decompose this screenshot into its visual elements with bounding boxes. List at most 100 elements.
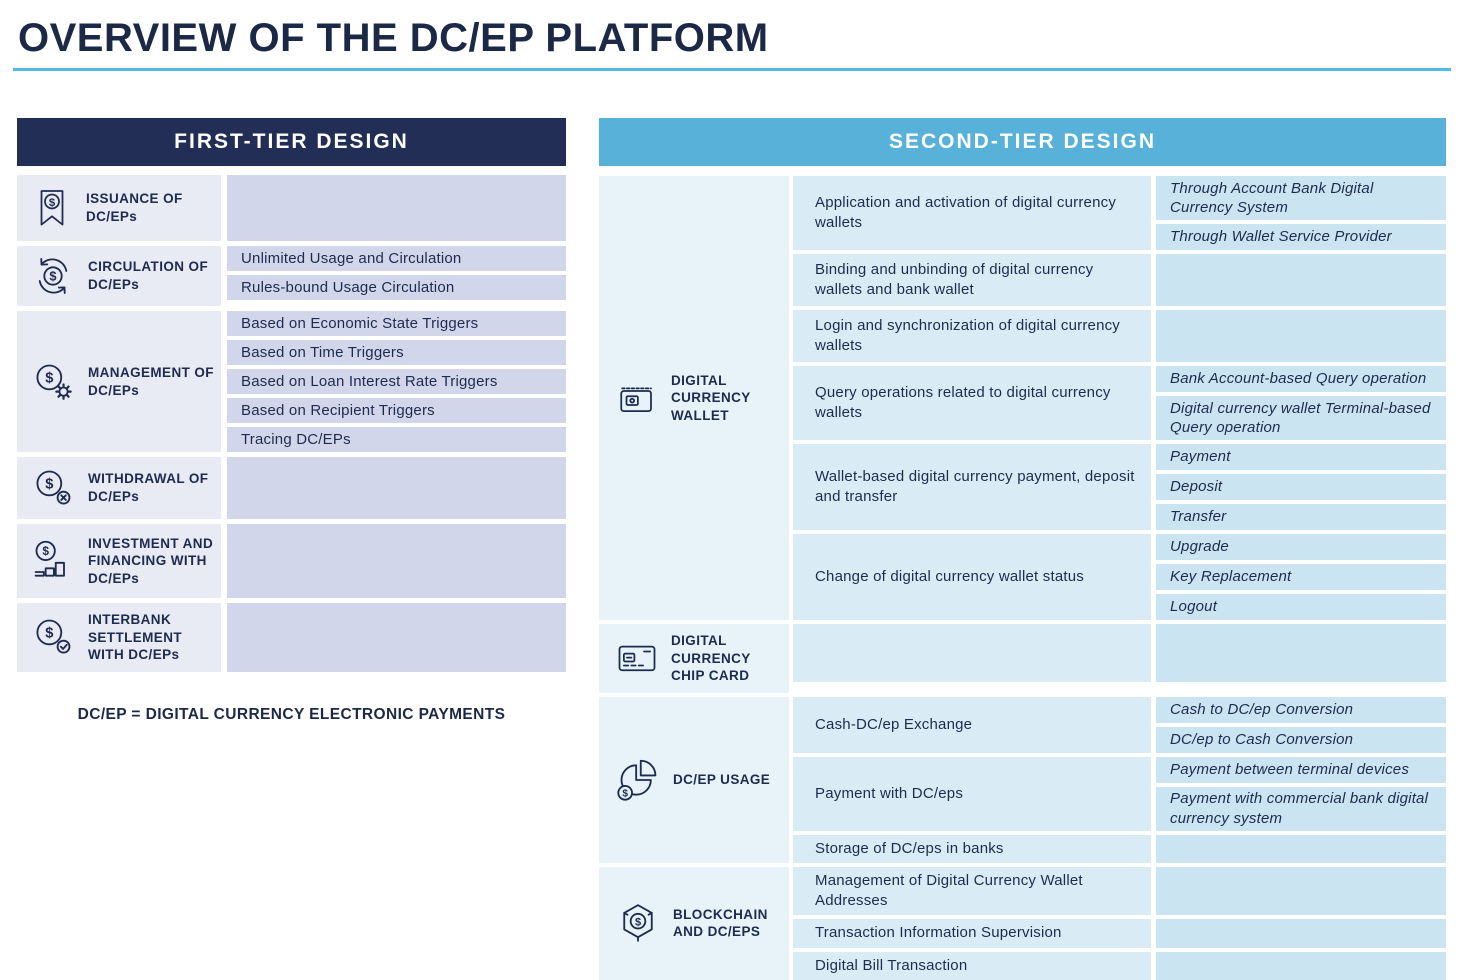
feature-subs: Payment Deposit Transfer	[1156, 444, 1446, 530]
row-items	[227, 457, 566, 519]
sub-cell: Deposit	[1156, 474, 1446, 500]
row-label-cell: $ CIRCULATION OF DC/EPs	[17, 246, 221, 306]
section-label: DIGITAL CURRENCY WALLET	[671, 372, 751, 423]
first-tier-rows: $ ISSUANCE OF DC/EPs	[17, 175, 566, 672]
sub-cell: Key Replacement	[1156, 564, 1446, 590]
section-features	[793, 624, 1446, 693]
first-tier-panel: FIRST-TIER DESIGN $ ISSUANCE OF DC/EPs	[17, 118, 566, 724]
second-tier-panel: SECOND-TIER DESIGN DIGITAL	[599, 118, 1446, 980]
sub-cell: Through Account Bank Digital Currency Sy…	[1156, 176, 1446, 220]
section-label-cell: $ DC/EP USAGE	[599, 696, 789, 863]
feature-cell: Transaction Information Supervision	[793, 919, 1151, 948]
feature-subs	[1156, 624, 1446, 682]
feature-login-sync: Login and synchronization of digital cur…	[793, 310, 1446, 362]
feature-cell: Login and synchronization of digital cur…	[793, 310, 1151, 362]
row-label: INTERBANK SETTLEMENT WITH DC/EPs	[88, 612, 182, 663]
empty-cell	[793, 624, 1151, 682]
feature-cell: Cash-DC/ep Exchange	[793, 696, 1151, 753]
section-features: Cash-DC/ep Exchange Cash to DC/ep Conver…	[793, 696, 1446, 863]
row-items: Unlimited Usage and Circulation Rules-bo…	[227, 246, 566, 306]
row-items	[227, 175, 566, 241]
section-digital-currency-wallet: DIGITAL CURRENCY WALLET Application and …	[599, 176, 1446, 620]
feature-subs	[1156, 866, 1446, 916]
feature-subs: Payment between terminal devices Payment…	[1156, 756, 1446, 831]
empty-cell	[1156, 310, 1446, 362]
section-label: BLOCKCHAIN AND DC/EPS	[673, 906, 768, 940]
empty-cell	[1156, 254, 1446, 306]
issuance-icon: $	[31, 185, 73, 231]
svg-text:$: $	[622, 788, 628, 799]
empty-cell	[1156, 866, 1446, 916]
blockchain-icon: $	[616, 901, 660, 945]
feature-subs: Cash to DC/ep Conversion DC/ep to Cash C…	[1156, 696, 1446, 753]
feature-wallet-status-change: Change of digital currency wallet status…	[793, 534, 1446, 620]
dcep-definition-footnote: DC/EP = DIGITAL CURRENCY ELECTRONIC PAYM…	[77, 705, 506, 723]
row-items	[227, 603, 566, 672]
feature-cell: Binding and unbinding of digital currenc…	[793, 254, 1151, 306]
second-tier-header: SECOND-TIER DESIGN	[599, 118, 1446, 166]
dcep-usage-icon: $	[616, 758, 660, 802]
feature-subs: Upgrade Key Replacement Logout	[1156, 534, 1446, 620]
sub-cell: Payment	[1156, 444, 1446, 470]
section-label: DC/EP USAGE	[673, 771, 771, 787]
feature-payment-dceps: Payment with DC/eps Payment between term…	[793, 756, 1446, 831]
item-cell: Based on Loan Interest Rate Triggers	[227, 369, 566, 394]
row-label-cell: $ ISSUANCE OF DC/EPs	[17, 175, 221, 241]
sub-cell: Digital currency wallet Terminal-based Q…	[1156, 396, 1446, 440]
svg-text:$: $	[45, 370, 53, 386]
feature-subs	[1156, 254, 1446, 306]
feature-cell: Change of digital currency wallet status	[793, 534, 1151, 620]
feature-wallet-payment: Wallet-based digital currency payment, d…	[793, 444, 1446, 530]
row-items: Based on Economic State Triggers Based o…	[227, 311, 566, 452]
row-issuance: $ ISSUANCE OF DC/EPs	[17, 175, 566, 241]
title-underline	[13, 68, 1451, 71]
row-label-cell: $ WITHDRAWAL OF DC/EPs	[17, 457, 221, 519]
feature-binding-unbinding: Binding and unbinding of digital currenc…	[793, 254, 1446, 306]
section-digital-currency-chip-card: DIGITAL CURRENCY CHIP CARD	[599, 624, 1446, 693]
dcep-platform-overview: OVERVIEW OF THE DC/EP PLATFORM FIRST-TIE…	[13, 16, 1451, 980]
feature-cell: Application and activation of digital cu…	[793, 176, 1151, 250]
row-withdrawal: $ WITHDRAWAL OF DC/EPs	[17, 457, 566, 519]
feature-subs: Bank Account-based Query operation Digit…	[1156, 366, 1446, 440]
feature-query-operations: Query operations related to digital curr…	[793, 366, 1446, 440]
feature-application-activation: Application and activation of digital cu…	[793, 176, 1446, 250]
wallet-icon	[616, 377, 658, 419]
empty-cell	[227, 457, 566, 519]
sub-cell: Through Wallet Service Provider	[1156, 224, 1446, 250]
svg-text:$: $	[635, 917, 641, 929]
item-cell: Based on Time Triggers	[227, 340, 566, 365]
section-label: DIGITAL CURRENCY CHIP CARD	[671, 633, 751, 684]
empty-cell	[227, 524, 566, 598]
feature-subs	[1156, 951, 1446, 980]
feature-cell: Storage of DC/eps in banks	[793, 834, 1151, 863]
item-cell: Based on Economic State Triggers	[227, 311, 566, 336]
first-tier-header: FIRST-TIER DESIGN	[17, 118, 566, 166]
row-label-cell: $ INTERBANK SETTLEMENT WITH DC/EPs	[17, 603, 221, 672]
feature-subs: Through Account Bank Digital Currency Sy…	[1156, 176, 1446, 250]
feature-storage-banks: Storage of DC/eps in banks	[793, 834, 1446, 863]
item-cell: Based on Recipient Triggers	[227, 398, 566, 423]
second-tier-sections: DIGITAL CURRENCY WALLET Application and …	[599, 176, 1446, 980]
feature-digital-bill: Digital Bill Transaction	[793, 951, 1446, 980]
feature-empty	[793, 624, 1446, 682]
feature-cell: Query operations related to digital curr…	[793, 366, 1151, 440]
investment-icon: $	[31, 539, 75, 583]
row-interbank: $ INTERBANK SETTLEMENT WITH DC/EPs	[17, 603, 566, 672]
sub-cell: Payment with commercial bank digital cur…	[1156, 786, 1446, 831]
feature-cell: Digital Bill Transaction	[793, 951, 1151, 980]
withdrawal-icon: $	[31, 466, 75, 510]
feature-transaction-supervision: Transaction Information Supervision	[793, 919, 1446, 948]
section-label-cell: DIGITAL CURRENCY CHIP CARD	[599, 624, 789, 693]
row-items	[227, 524, 566, 598]
row-management: $ MANAGEMENT OF DC/EPs Based on Econo	[17, 311, 566, 452]
sub-cell: Upgrade	[1156, 534, 1446, 560]
sub-cell: Bank Account-based Query operation	[1156, 366, 1446, 392]
svg-text:$: $	[42, 544, 49, 558]
item-cell: Unlimited Usage and Circulation	[227, 246, 566, 271]
feature-cell: Management of Digital Currency Wallet Ad…	[793, 866, 1151, 916]
item-cell: Tracing DC/EPs	[227, 427, 566, 452]
empty-cell	[1156, 624, 1446, 682]
empty-cell	[1156, 834, 1446, 863]
svg-text:$: $	[45, 476, 53, 492]
circulation-icon: $	[31, 254, 75, 298]
